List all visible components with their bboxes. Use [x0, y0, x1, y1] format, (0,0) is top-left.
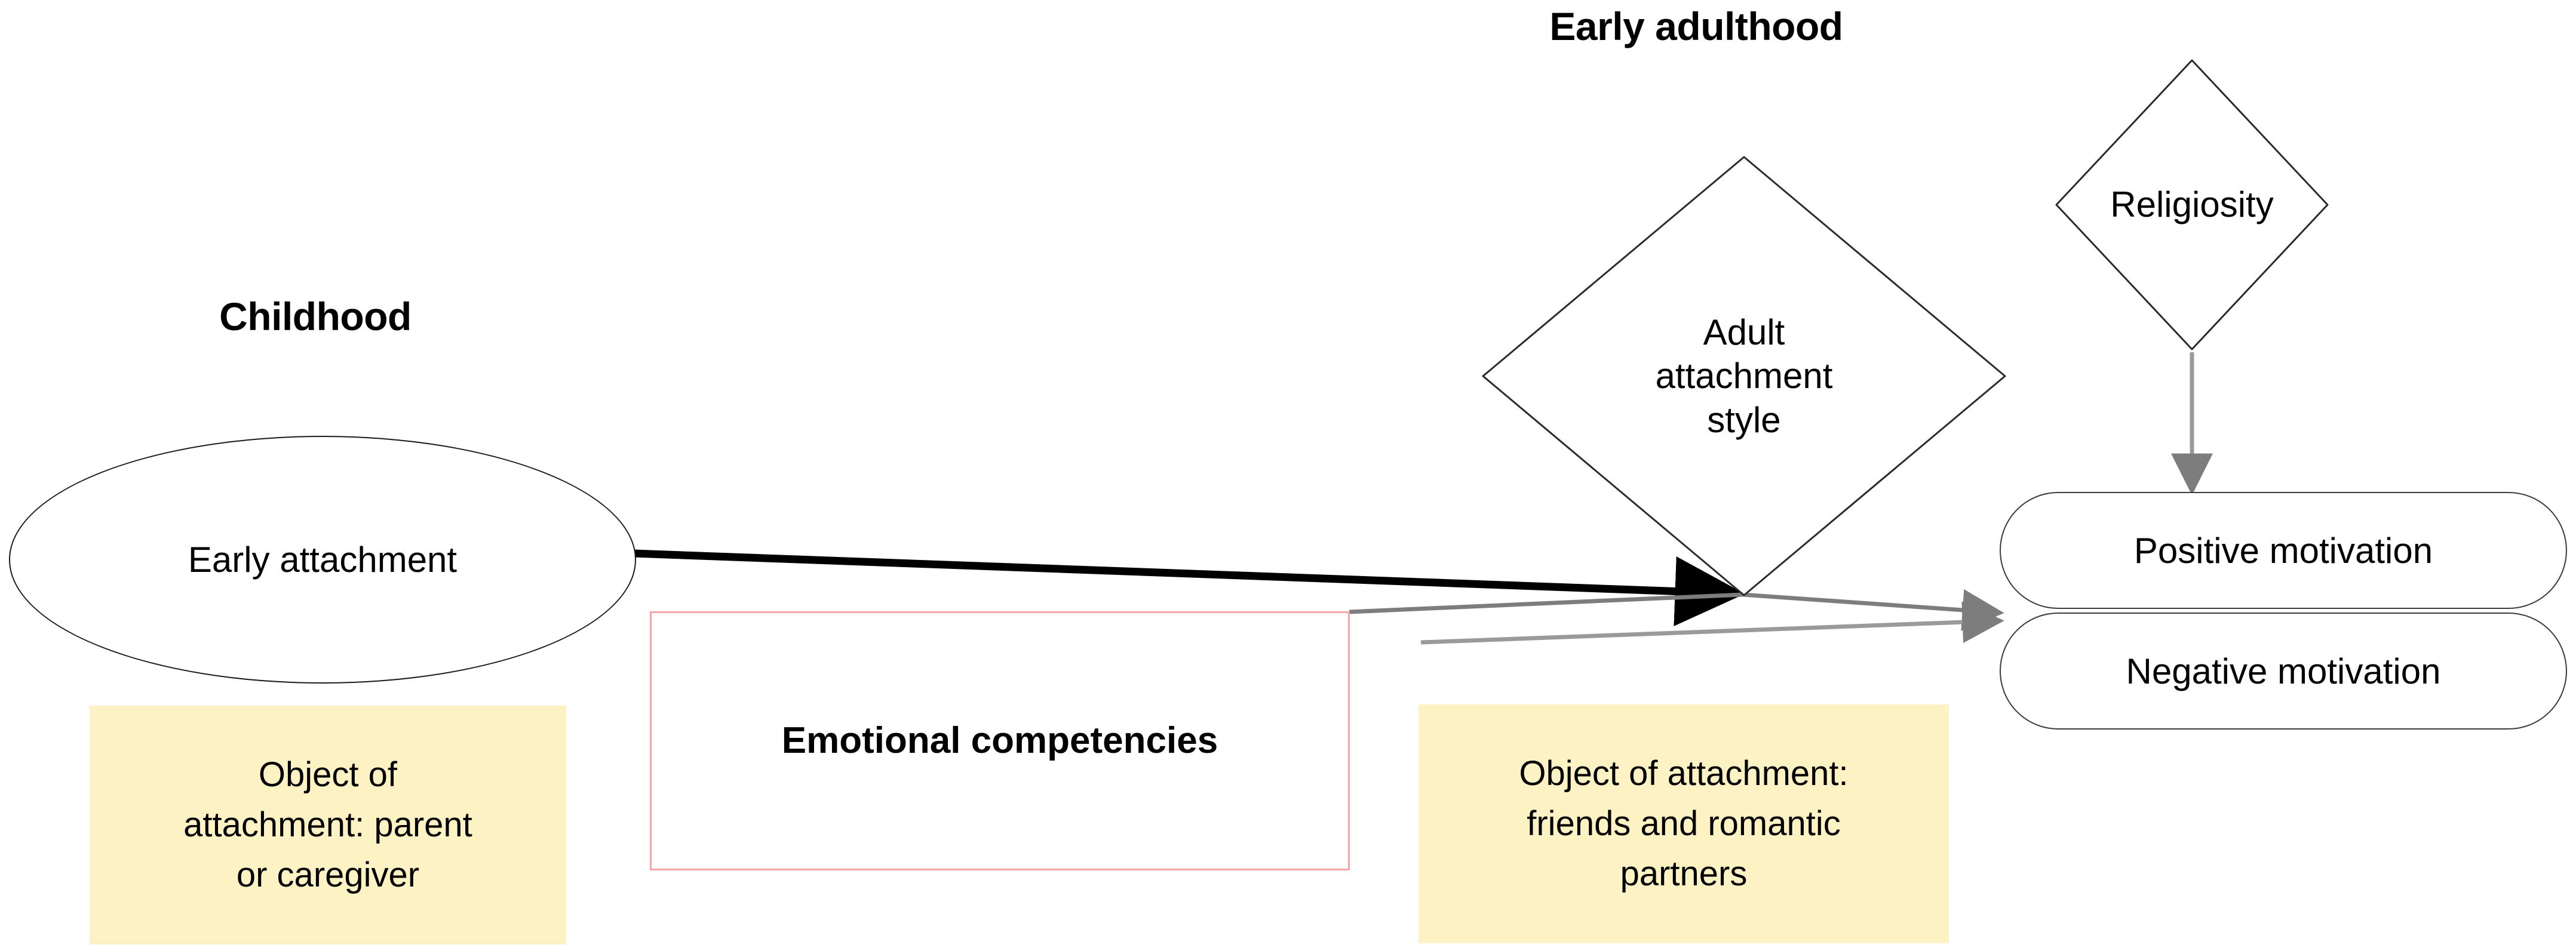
node-positive-motivation[interactable]: Positive motivation — [2000, 492, 2567, 609]
edge-emotional-competencies-to-adult-style — [1349, 592, 1743, 614]
callout-adulthood-object-of-attachment: Object of attachment: friends and romant… — [1419, 704, 1949, 943]
node-negative-motivation[interactable]: Negative motivation — [2000, 613, 2567, 730]
node-early-attachment[interactable]: Early attachment — [9, 436, 636, 684]
callout-childhood-object-of-attachment: Object of attachment: parent or caregive… — [90, 706, 566, 944]
node-religiosity-label: Religiosity — [2110, 184, 2274, 225]
edge-adulthood-object-to-negative-motivation — [1420, 601, 2004, 645]
node-religiosity[interactable]: Religiosity — [2055, 59, 2329, 351]
diamond-shape-icon — [1482, 156, 2006, 596]
node-adult-attachment-style[interactable]: Adult attachment style — [1481, 155, 2007, 597]
node-adult-attachment-style-label: Adult attachment style — [1655, 312, 1833, 440]
phase-title-childhood: Childhood — [219, 294, 412, 338]
phase-title-early-adulthood: Early adulthood — [1549, 4, 1843, 48]
edge-adult-style-to-negative-motivation — [1742, 589, 2004, 631]
diamond-shape-icon — [2055, 59, 2329, 350]
callout-emotional-competencies: Emotional competencies — [650, 611, 1350, 870]
